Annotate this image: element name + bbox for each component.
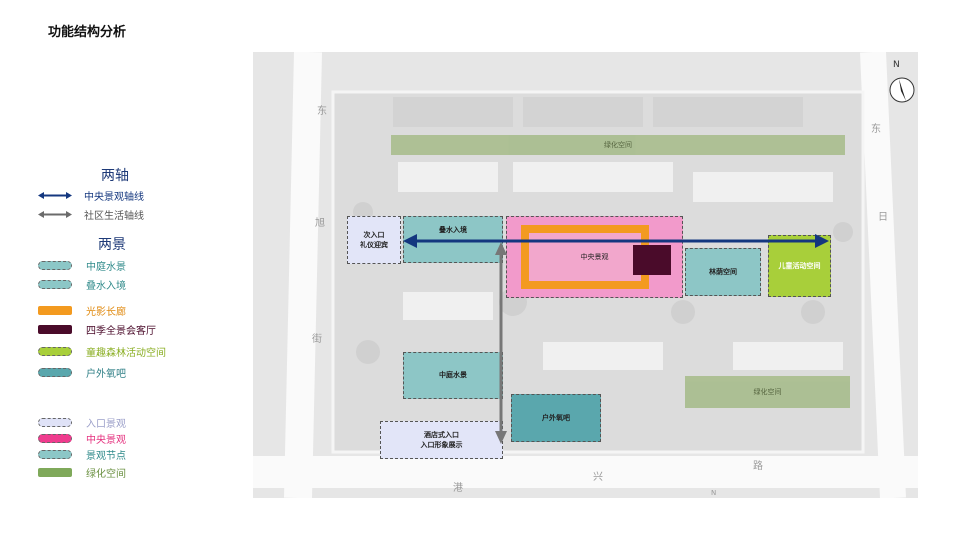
legend-item-central: 中央景观 [38, 431, 126, 446]
legend-item-lounge: 四季全景会客厅 [38, 322, 156, 337]
zone-label: 户外氧吧 [542, 413, 570, 422]
legend-item-label: 童趣森林活动空间 [86, 347, 166, 359]
legend-item-label: 入口景观 [86, 418, 126, 430]
legend-item-label: 户外氧吧 [86, 368, 126, 380]
road-label-bottom-2: 兴 [593, 472, 603, 483]
zone-hotel-entrance: 酒店式入口 入口形象展示 [380, 421, 503, 459]
legend-axes-heading: 两轴 [101, 168, 129, 184]
legend-axis-community: 社区生活轴线 [38, 207, 144, 222]
legend-item-label: 四季全景会客厅 [86, 325, 156, 337]
double-arrow-icon [38, 210, 72, 218]
zone-label: 中庭水景 [439, 371, 467, 380]
legend-item-oxygen: 户外氧吧 [38, 365, 126, 380]
road-label-left-3: 街 [312, 334, 322, 345]
legend-item-light-corridor: 光影长廊 [38, 303, 126, 318]
legend-swatch [38, 305, 72, 315]
zone-label: 儿童活动空间 [778, 261, 821, 270]
legend-item-entrance: 入口景观 [38, 415, 126, 430]
legend-item-label: 绿化空间 [86, 468, 126, 480]
zone-courtyard-water: 中庭水景 [403, 352, 503, 399]
zone-label: 林荫空间 [709, 267, 737, 276]
legend-swatch [38, 367, 72, 377]
road-label-right-1: 东 [871, 124, 881, 135]
zone-label: 中央景观 [580, 252, 609, 261]
zone-label: 叠水入境 [439, 226, 467, 234]
road-label-left-2: 旭 [315, 218, 325, 229]
green-space-top: 绿化空间 [391, 135, 845, 155]
legend-item-label: 中庭水景 [86, 261, 126, 273]
compass-icon: N [888, 60, 918, 106]
legend-swatch [38, 467, 72, 477]
legend-item-label: 叠水入境 [86, 280, 126, 292]
legend-item-label: 景观节点 [86, 450, 126, 462]
site-plan: 绿化空间 绿化空间 次入口 礼仪迎宾 叠水入境 中央景观 林荫空间 儿童活动空间… [253, 52, 918, 498]
zone-central-landscape: 中央景观 [506, 216, 683, 298]
legend-item-courtyard-water: 中庭水景 [38, 258, 126, 273]
page-title: 功能结构分析 [48, 25, 127, 40]
legend-item-node: 景观节点 [38, 447, 126, 462]
legend-swatch [38, 417, 72, 427]
north-label: N [893, 60, 900, 70]
legend-swatch [38, 324, 72, 334]
zone-outdoor-oxygen: 户外氧吧 [511, 394, 601, 442]
road-label-left-1: 东 [317, 106, 327, 117]
compass-rose [889, 77, 915, 103]
legend-swatch [38, 449, 72, 459]
four-season-lounge [633, 245, 671, 275]
legend-axis-central: 中央景观轴线 [38, 188, 144, 203]
legend-views-heading: 两景 [98, 237, 126, 253]
legend-axis-community-label: 社区生活轴线 [84, 210, 144, 222]
legend-swatch [38, 346, 72, 356]
zone-label: 次入口 礼仪迎宾 [360, 230, 388, 250]
zone-cascade: 叠水入境 [403, 216, 503, 263]
legend-axis-central-label: 中央景观轴线 [84, 191, 144, 203]
zone-label: 酒店式入口 入口形象展示 [420, 430, 463, 450]
legend-item-label: 中央景观 [86, 434, 126, 446]
legend-item-forest-play: 童趣森林活动空间 [38, 344, 166, 359]
zone-forest-shade: 林荫空间 [685, 248, 761, 296]
legend-swatch [38, 260, 72, 270]
zone-secondary-entrance: 次入口 礼仪迎宾 [347, 216, 401, 264]
zone-children-play: 儿童活动空间 [768, 235, 831, 297]
legend-swatch [38, 279, 72, 289]
legend-item-cascade: 叠水入境 [38, 277, 126, 292]
legend-item-label: 光影长廊 [86, 306, 126, 318]
legend-item-green: 绿化空间 [38, 465, 126, 480]
road-label-bottom-3: 路 [753, 461, 763, 472]
north-mark-bottom: N [711, 489, 717, 497]
road-label-right-2: 日 [878, 212, 888, 223]
legend-swatch [38, 433, 72, 443]
road-label-bottom-1: 港 [453, 483, 463, 494]
green-space-right: 绿化空间 [685, 376, 850, 408]
double-arrow-icon [38, 191, 72, 199]
